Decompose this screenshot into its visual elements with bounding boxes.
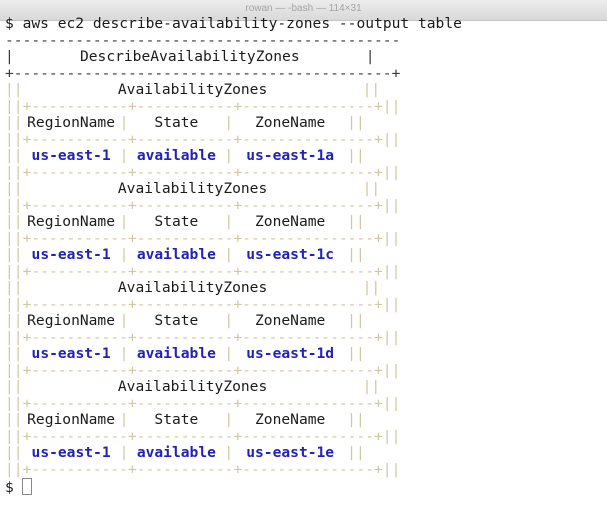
end-prompt-line: $ <box>5 478 605 496</box>
column-header-row: ||RegionName|State|ZoneName|| <box>5 411 365 428</box>
zone-name-cell: us-east-1a <box>246 147 335 164</box>
terminal-title-bar[interactable]: rowan — -bash — 114×31 <box>0 0 607 21</box>
column-header-zone-name: ZoneName <box>255 114 326 131</box>
state-cell: available <box>136 345 216 362</box>
group-title: AvailabilityZones <box>117 279 268 296</box>
table-row: ||us-east-1|available|us-east-1a|| <box>5 147 365 164</box>
group-border: ||+-----------+-----------+-------------… <box>5 130 401 148</box>
group-border: ||+-----------+-----------+-------------… <box>5 229 401 247</box>
table-title-row: |DescribeAvailabilityZones| <box>5 48 375 65</box>
end-prompt: $ <box>5 479 14 496</box>
column-header-region-name: RegionName <box>27 411 116 428</box>
group-border: ||+-----------+-----------+-------------… <box>5 196 401 214</box>
group-title-row: ||AvailabilityZones|| <box>5 81 381 98</box>
region-name-cell: us-east-1 <box>31 147 111 164</box>
column-header-state: State <box>154 114 199 131</box>
group-border: ||+-----------+-----------+-------------… <box>5 394 401 412</box>
group-border: ||+-----------+-----------+-------------… <box>5 295 401 313</box>
group-title: AvailabilityZones <box>117 378 268 395</box>
column-header-state: State <box>154 411 199 428</box>
zone-name-cell: us-east-1c <box>246 246 335 263</box>
table-row: ||us-east-1|available|us-east-1e|| <box>5 444 365 461</box>
column-header-zone-name: ZoneName <box>255 213 326 230</box>
group-border: ||+-----------+-----------+-------------… <box>5 328 401 346</box>
prompt: $ <box>5 15 14 32</box>
terminal-output[interactable]: $ aws ec2 describe-availability-zones --… <box>5 15 605 496</box>
region-name-cell: us-east-1 <box>31 246 111 263</box>
column-header-region-name: RegionName <box>27 312 116 329</box>
table-title: DescribeAvailabilityZones <box>79 48 300 65</box>
group-title: AvailabilityZones <box>117 81 268 98</box>
table-border: ----------------------------------------… <box>5 31 401 49</box>
command-text: aws ec2 describe-availability-zones --ou… <box>22 15 462 32</box>
table-row: ||us-east-1|available|us-east-1c|| <box>5 246 365 263</box>
group-title: AvailabilityZones <box>117 180 268 197</box>
zone-group: ||AvailabilityZones|| ||+-----------+---… <box>5 279 605 379</box>
zone-group: ||AvailabilityZones|| ||+-----------+---… <box>5 81 605 181</box>
column-header-state: State <box>154 312 199 329</box>
state-cell: available <box>136 246 216 263</box>
column-header-row: ||RegionName|State|ZoneName|| <box>5 114 365 131</box>
zone-groups: ||AvailabilityZones|| ||+-----------+---… <box>5 81 605 478</box>
table-row: ||us-east-1|available|us-east-1d|| <box>5 345 365 362</box>
command-line: $ aws ec2 describe-availability-zones --… <box>5 15 605 33</box>
column-header-row: ||RegionName|State|ZoneName|| <box>5 312 365 329</box>
column-header-row: ||RegionName|State|ZoneName|| <box>5 213 365 230</box>
group-border: ||+-----------+-----------+-------------… <box>5 460 401 478</box>
column-header-zone-name: ZoneName <box>255 312 326 329</box>
column-header-zone-name: ZoneName <box>255 411 326 428</box>
group-border: ||+-----------+-----------+-------------… <box>5 262 401 280</box>
table-border: +---------------------------------------… <box>5 64 401 82</box>
group-border: ||+-----------+-----------+-------------… <box>5 361 401 379</box>
group-title-row: ||AvailabilityZones|| <box>5 279 381 296</box>
zone-group: ||AvailabilityZones|| ||+-----------+---… <box>5 180 605 280</box>
group-title-row: ||AvailabilityZones|| <box>5 378 381 395</box>
zone-name-cell: us-east-1d <box>246 345 335 362</box>
group-border: ||+-----------+-----------+-------------… <box>5 163 401 181</box>
state-cell: available <box>136 147 216 164</box>
region-name-cell: us-east-1 <box>31 444 111 461</box>
group-title-row: ||AvailabilityZones|| <box>5 180 381 197</box>
window-title: rowan — -bash — 114×31 <box>245 3 362 14</box>
cursor[interactable] <box>21 478 32 495</box>
state-cell: available <box>136 444 216 461</box>
group-border: ||+-----------+-----------+-------------… <box>5 97 401 115</box>
zone-name-cell: us-east-1e <box>246 444 335 461</box>
zone-group: ||AvailabilityZones|| ||+-----------+---… <box>5 378 605 478</box>
column-header-region-name: RegionName <box>27 213 116 230</box>
column-header-region-name: RegionName <box>27 114 116 131</box>
group-border: ||+-----------+-----------+-------------… <box>5 427 401 445</box>
column-header-state: State <box>154 213 199 230</box>
region-name-cell: us-east-1 <box>31 345 111 362</box>
